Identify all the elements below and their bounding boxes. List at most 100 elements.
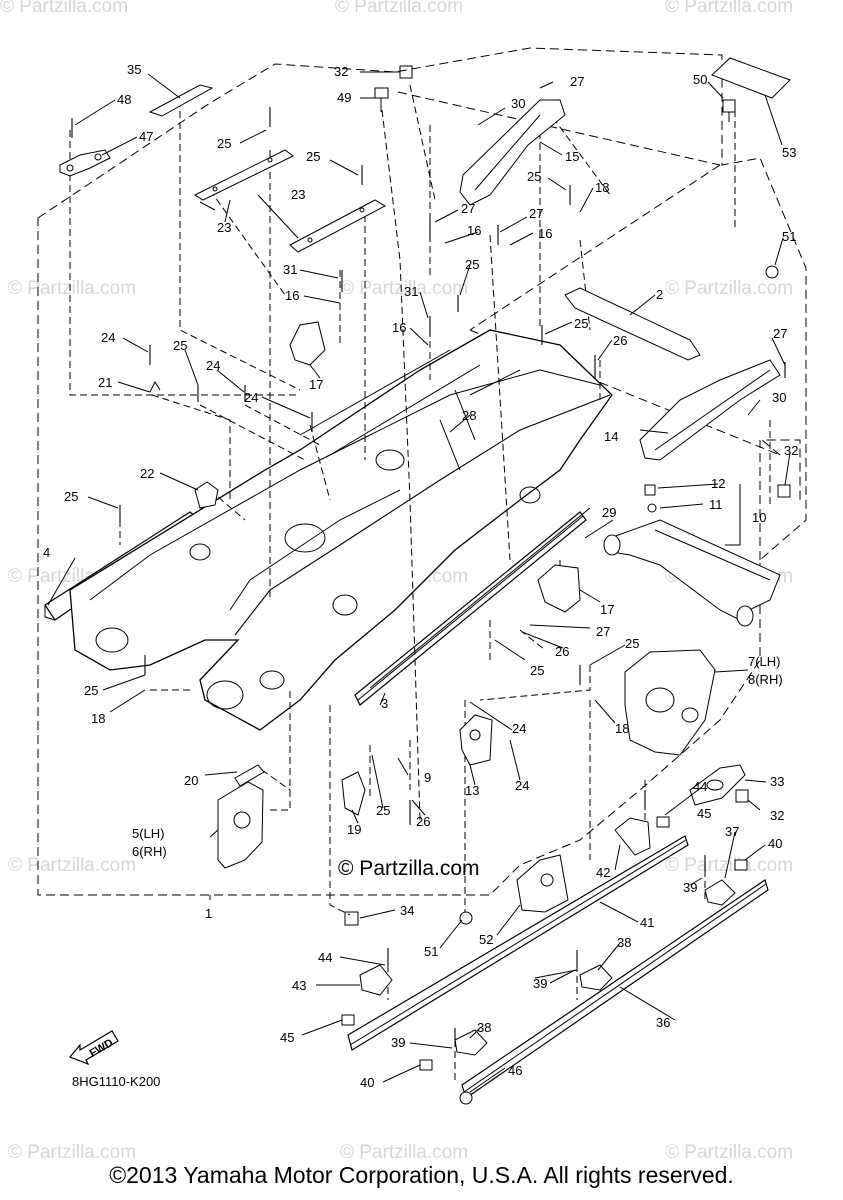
callout-label: 44 xyxy=(318,950,332,965)
callout-label: 49 xyxy=(337,90,351,105)
watermark-text: © Partzilla.com xyxy=(340,278,469,299)
plate-part-5-6 xyxy=(217,781,264,869)
callout-label: 24 xyxy=(512,721,526,736)
watermark-text: © Partzilla.com xyxy=(0,0,129,17)
bolt-part-32c xyxy=(735,789,749,803)
pad-part-40b xyxy=(419,1059,433,1071)
callout-label: 26 xyxy=(555,644,569,659)
callout-label: 39 xyxy=(391,1035,405,1050)
bracket-part-14 xyxy=(639,359,781,461)
callout-label: 9 xyxy=(424,770,431,785)
bracket-part-42 xyxy=(614,817,651,856)
callout-label: 50 xyxy=(693,72,707,87)
bracket-part-38a xyxy=(579,964,613,991)
callout-label: 25 xyxy=(530,663,544,678)
callout-label: 16 xyxy=(538,226,552,241)
bolt-part-32a xyxy=(385,65,413,79)
clip-part-20 xyxy=(234,764,265,787)
callout-label: 37 xyxy=(725,824,739,839)
callout-label: 28 xyxy=(462,408,476,423)
copyright-notice: ©2013 Yamaha Motor Corporation, U.S.A. A… xyxy=(109,1162,734,1188)
callout-label: 42 xyxy=(596,865,610,880)
callout-label: 12 xyxy=(711,476,725,491)
fwd-arrow-icon: FWD xyxy=(66,1026,126,1071)
callout-label: 18 xyxy=(595,180,609,195)
callout-label: 4 xyxy=(43,545,50,560)
callout-label: 7(LH) xyxy=(748,654,781,669)
callout-label: 3 xyxy=(381,696,388,711)
clip-part-21 xyxy=(149,380,161,393)
callout-label: 1 xyxy=(205,906,212,921)
callout-label: 25 xyxy=(376,803,390,818)
callout-label: 51 xyxy=(424,944,438,959)
panel-hole xyxy=(519,486,541,504)
callout-label: 38 xyxy=(617,935,631,950)
plate-part-35 xyxy=(148,84,214,117)
callout-label: 25 xyxy=(574,316,588,331)
watermark-text: © Partzilla.com xyxy=(8,1142,137,1163)
callout-label: 25 xyxy=(84,683,98,698)
callout-label: 19 xyxy=(347,822,361,837)
strip-part-53 xyxy=(711,57,791,99)
bolt-part-49 xyxy=(374,87,389,112)
callout-label: 36 xyxy=(656,1015,670,1030)
callout-label: 46 xyxy=(508,1063,522,1078)
callout-label: 52 xyxy=(479,932,493,947)
callout-label: 31 xyxy=(283,262,297,277)
callout-label: 25 xyxy=(173,338,187,353)
callout-label: 8(RH) xyxy=(748,672,783,687)
callout-label: 32 xyxy=(784,443,798,458)
callout-label: 24 xyxy=(515,778,529,793)
panel-hole xyxy=(259,670,285,690)
watermark-text: © Partzilla.com xyxy=(665,855,794,876)
bolt-part-12 xyxy=(644,484,656,496)
bracket-part-22 xyxy=(194,481,219,509)
callout-label: 30 xyxy=(511,96,525,111)
panel-hole xyxy=(375,449,405,471)
callout-label: 27 xyxy=(570,74,584,89)
assembly-boundary xyxy=(37,47,807,896)
callout-label: 24 xyxy=(206,358,220,373)
callout-label: 16 xyxy=(285,288,299,303)
callout-label: 33 xyxy=(770,774,784,789)
callout-label: 5(LH) xyxy=(132,826,165,841)
callout-label: 32 xyxy=(770,808,784,823)
callout-label: 11 xyxy=(709,497,723,512)
callout-label: 22 xyxy=(140,466,154,481)
callout-label: 26 xyxy=(416,814,430,829)
front-deck xyxy=(234,394,611,636)
watermark-text: © Partzilla.com xyxy=(340,1142,469,1163)
plate-part-7-8 xyxy=(624,649,716,756)
callout-label: 44 xyxy=(693,779,707,794)
callout-label: 6(RH) xyxy=(132,844,167,859)
clamp-part-47 xyxy=(59,149,111,177)
fwd-label: FWD xyxy=(88,1037,116,1060)
callout-label: 53 xyxy=(782,145,796,160)
nut-part-51a xyxy=(765,265,779,279)
bracket-part-15 xyxy=(459,99,566,206)
watermark-text: © Partzilla.com xyxy=(665,1142,794,1163)
nut-part-46 xyxy=(459,1091,473,1105)
callout-label: 10 xyxy=(752,510,766,525)
callout-label: 13 xyxy=(465,783,479,798)
callout-label: 24 xyxy=(101,330,115,345)
callout-label: 51 xyxy=(782,229,796,244)
callout-label: 29 xyxy=(602,505,616,520)
callout-label: 30 xyxy=(772,390,786,405)
bracket-part-17a xyxy=(289,321,326,366)
callout-label: 18 xyxy=(615,721,629,736)
callout-label: 35 xyxy=(127,62,141,77)
callout-label: 38 xyxy=(477,1020,491,1035)
callout-label: 20 xyxy=(184,773,198,788)
panel-hole xyxy=(189,543,211,561)
callout-label: 23 xyxy=(291,187,305,202)
callout-label: 2 xyxy=(656,287,663,302)
callout-label: 16 xyxy=(392,320,406,335)
bracket-part-33 xyxy=(689,764,746,806)
callout-label: 17 xyxy=(600,602,614,617)
center-watermark: © Partzilla.com xyxy=(338,857,480,880)
callout-label: 15 xyxy=(565,149,579,164)
watermark-text: © Partzilla.com xyxy=(8,855,137,876)
callout-label: 27 xyxy=(529,206,543,221)
